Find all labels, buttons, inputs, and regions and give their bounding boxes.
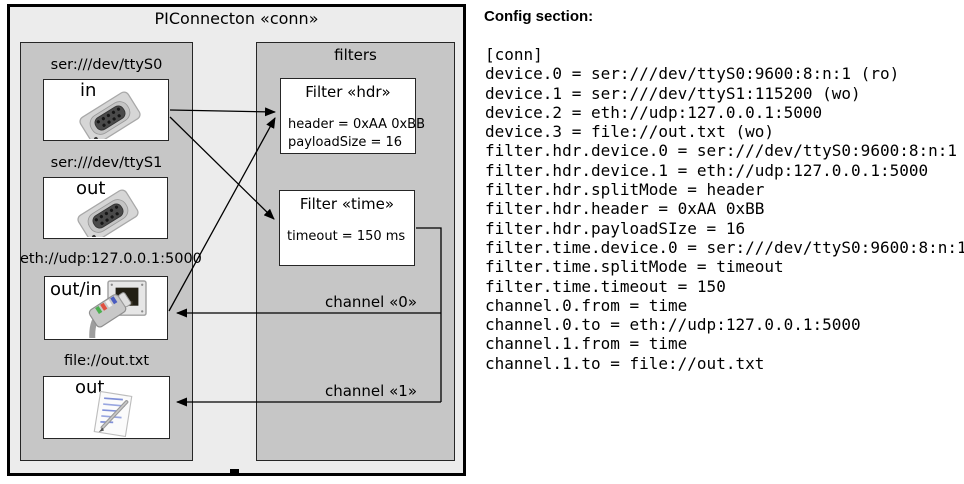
notepad-pen-icon [92,389,134,437]
config-section: [conn] device.0 = ser:///dev/ttyS0:9600:… [485,45,964,373]
frame-bottom-handle [230,469,239,476]
config-line: filter.hdr.payloadSIze = 16 [485,218,746,238]
config-line: device.0 = ser:///dev/ttyS0:9600:8:n:1 (… [485,64,900,84]
channel-label-1: channel «1» [324,382,417,400]
device-box-ttys1: out [43,177,168,239]
ethernet-jack-icon [45,280,147,338]
config-line: filter.time.device.0 = ser:///dev/ttyS0:… [485,237,964,257]
device-direction-label: out [76,178,106,199]
filter-prop: header = 0xAA 0xBB [288,117,426,132]
config-line: filter.hdr.splitMode = header [485,180,765,200]
device-uri-label-file: file://out.txt [63,353,150,369]
filter-prop: payloadSize = 16 [288,135,403,150]
filter-card-hdr: Filter «hdr» header = 0xAA 0xBB payloadS… [280,78,425,154]
filter-prop: timeout = 150 ms [287,229,406,244]
config-line: channel.1.to = file://out.txt [485,353,765,373]
device-uri-label-ttys1: ser:///dev/ttyS1 [50,155,163,171]
config-line: channel.1.from = time [485,334,688,354]
device-direction-label: out/in [50,279,102,300]
config-line: device.1 = ser:///dev/ttyS1:115200 (wo) [485,83,861,103]
config-line: filter.hdr.header = 0xAA 0xBB [485,199,765,219]
device-direction-label: in [80,80,97,101]
config-line: channel.0.from = time [485,295,688,315]
serial-connector-icon [75,187,141,237]
config-line: channel.0.to = eth://udp:127.0.0.1:5000 [485,315,861,335]
device-direction-label: out [75,377,105,398]
config-line: device.3 = file://out.txt (wo) [485,122,774,142]
config-line: filter.time.timeout = 150 [485,276,726,296]
config-line: filter.hdr.device.0 = ser:///dev/ttyS0:9… [485,141,958,161]
device-box-file: out [43,376,170,439]
config-line: [conn] [485,45,543,64]
filters-panel-label: filters [334,46,377,64]
filter-title: Filter «hdr» [305,83,391,101]
device-box-ttys0: in [43,79,169,141]
device-uri-label-eth: eth://udp:127.0.0.1:5000 [20,251,202,267]
config-line: device.2 = eth://udp:127.0.0.1:5000 [485,102,823,122]
device-uri-label-ttys0: ser:///dev/ttyS0 [50,57,163,73]
config-line: filter.hdr.device.1 = eth://udp:127.0.0.… [485,160,929,180]
config-heading: Config section: [484,8,594,25]
device-box-eth: out/in [44,276,168,340]
filter-card-time: Filter «time» timeout = 150 ms [279,190,415,266]
config-line: filter.time.splitMode = timeout [485,257,784,277]
diagram-title: PIConnecton «conn» [154,9,319,28]
filter-title: Filter «time» [299,195,395,213]
serial-connector-icon [77,89,143,139]
channel-label-0: channel «0» [324,293,417,311]
